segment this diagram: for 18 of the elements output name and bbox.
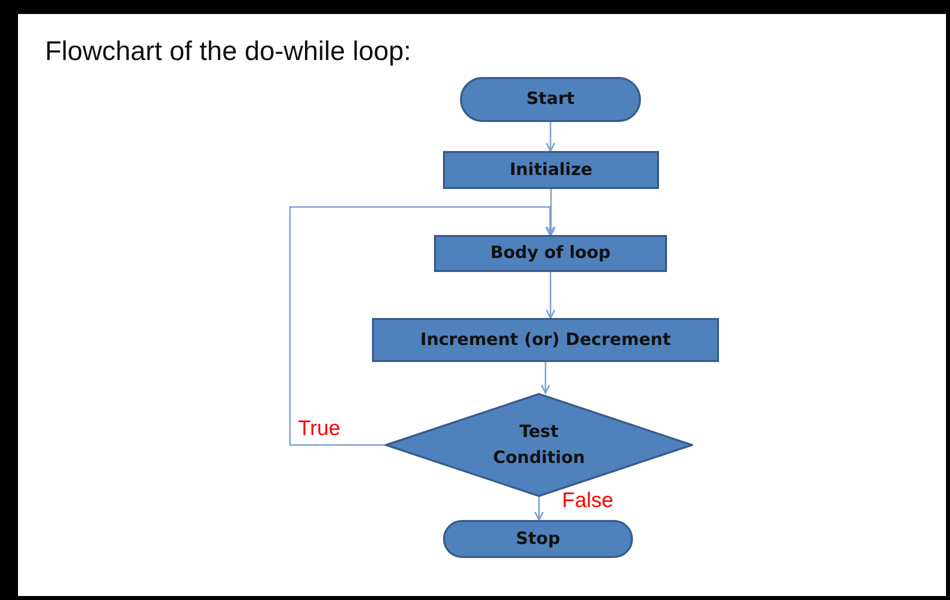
node-label: Start	[525, 88, 576, 112]
process-box	[443, 151, 659, 189]
process-box	[372, 318, 719, 362]
node-label: Initialize	[508, 158, 594, 182]
node-label: Body of loop	[489, 242, 612, 266]
title: Flowchart of the do-while loop:	[45, 36, 412, 67]
stop-terminal	[443, 520, 633, 558]
node-label: Increment (or) Decrement	[419, 328, 672, 352]
arrow	[546, 272, 556, 319]
arrow	[534, 497, 544, 521]
node-label: Test Condition	[492, 420, 586, 470]
node-label: Stop	[514, 528, 562, 551]
start-terminal	[460, 77, 641, 122]
arrow	[546, 122, 556, 152]
arrow	[546, 189, 556, 236]
arrow	[540, 362, 550, 394]
process-box	[434, 235, 667, 272]
arrow	[289, 206, 555, 446]
